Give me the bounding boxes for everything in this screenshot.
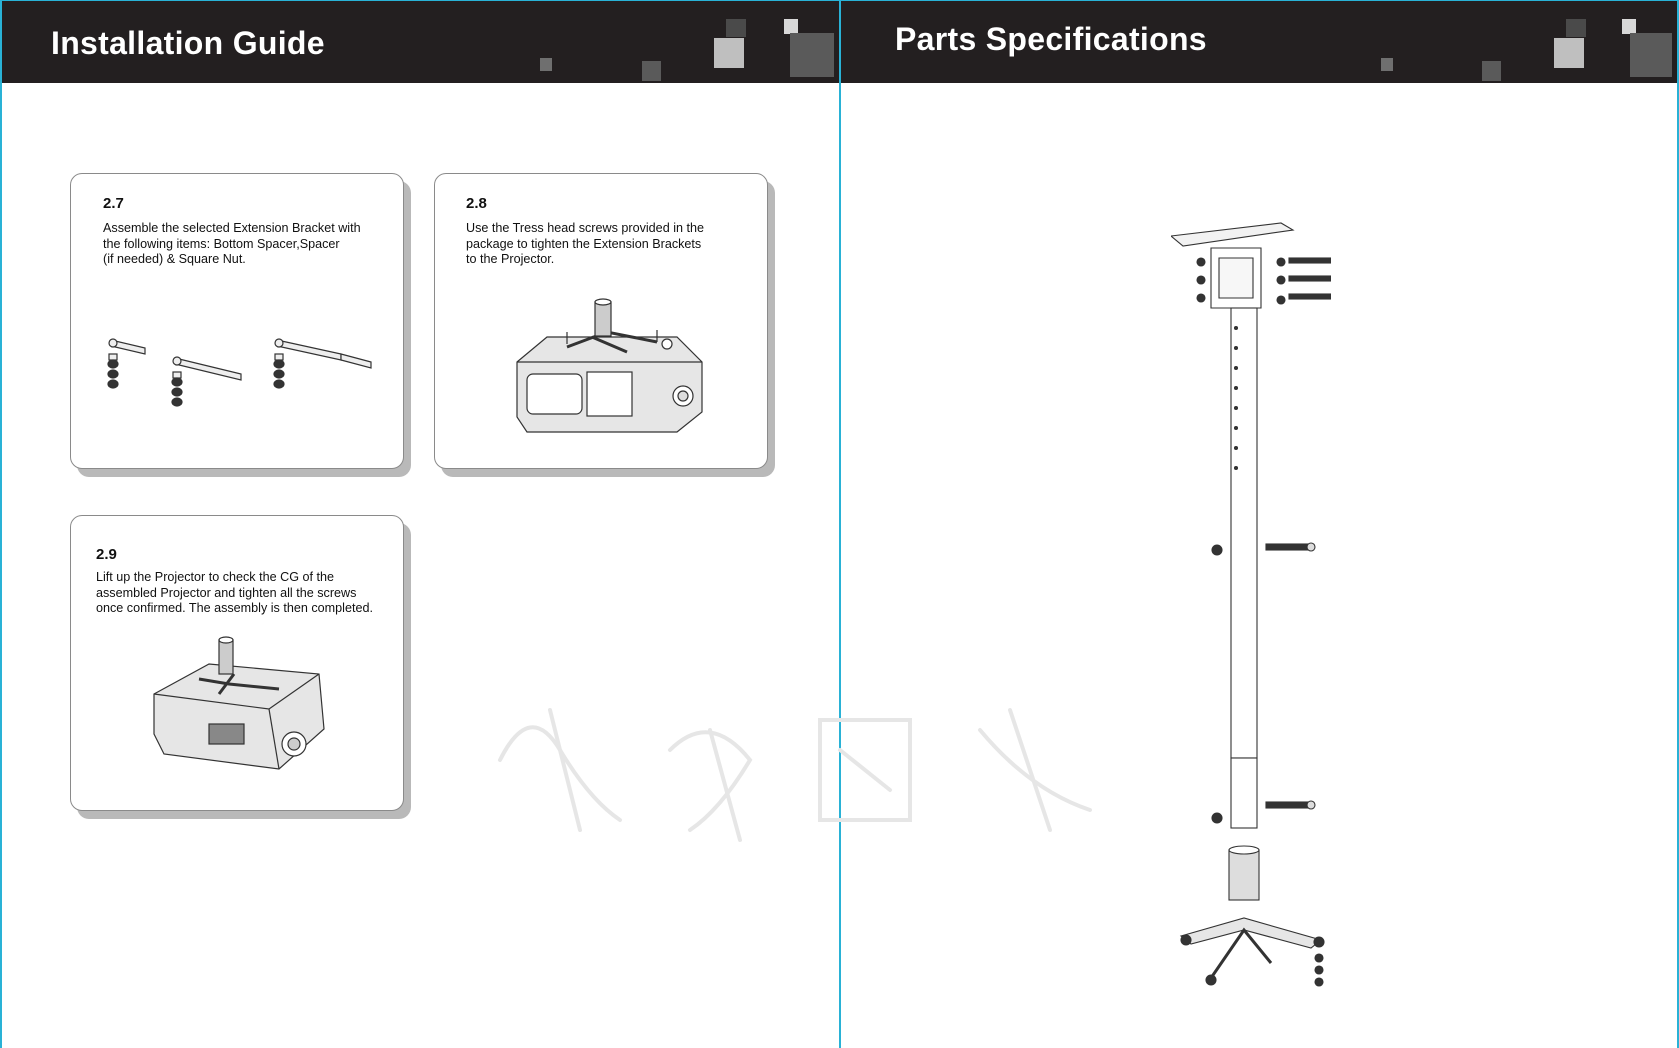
assembled-projector-illustration [153,636,325,770]
right-page: Parts Specifications [839,0,1679,1048]
step-number: 2.8 [466,195,487,212]
right-header-bar: Parts Specifications [841,0,1677,83]
decor-square [1622,19,1636,34]
step-card-2-7: 2.7 Assemble the selected Extension Brac… [70,173,404,469]
extension-brackets-illustration [107,338,372,407]
step-card-2-8: 2.8 Use the Tress head screws provided i… [434,173,768,469]
decor-square [784,19,798,34]
page-title-installation-guide: Installation Guide [51,25,325,61]
decor-square [790,33,834,77]
decor-square [1381,58,1393,71]
step-description: Use the Tress head screws provided in th… [466,221,705,267]
step-number: 2.9 [96,546,117,563]
decor-square [726,19,746,37]
page-title-parts-specifications: Parts Specifications [895,21,1207,57]
decor-square [642,61,661,81]
watermark-pattern [498,708,1092,842]
left-page: Installation Guide 2.7 Assemble the sele… [0,0,839,1048]
decor-square [1630,33,1672,77]
step-description: Assemble the selected Extension Bracket … [103,221,361,267]
step-card-2-9: 2.9 Lift up the Projector to check the C… [70,515,404,811]
decor-square [714,38,744,68]
step-number: 2.7 [103,195,124,212]
ceiling-mount-exploded-illustration [1171,222,1331,987]
left-header-bar: Installation Guide [2,0,839,83]
decor-square [1482,61,1501,81]
projector-bracket-illustration [516,298,703,433]
decor-square [1566,19,1586,37]
decor-square [540,58,552,71]
step-description: Lift up the Projector to check the CG of… [96,570,373,616]
decor-square [1554,38,1584,68]
